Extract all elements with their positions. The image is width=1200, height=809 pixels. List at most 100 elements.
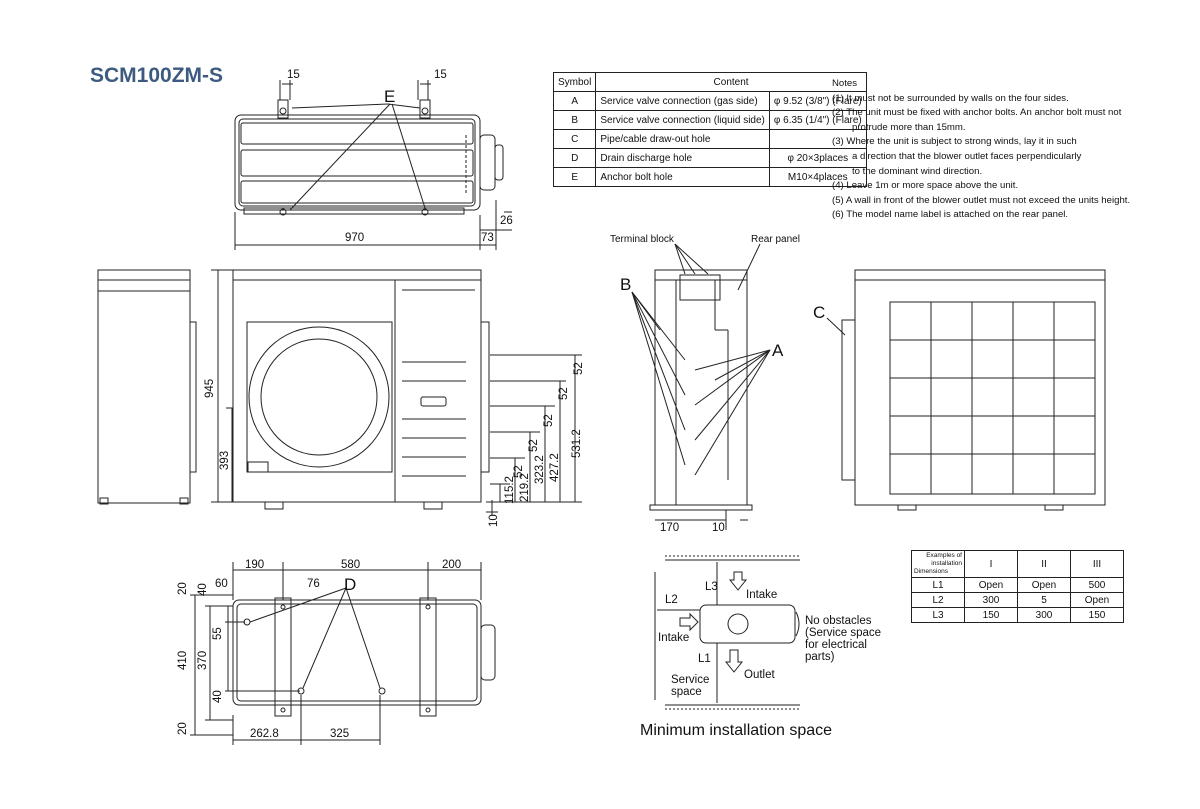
install-outlet: Outlet bbox=[744, 669, 775, 681]
header-symbol: Symbol bbox=[552, 72, 597, 92]
top-dim-side: 73 bbox=[481, 232, 494, 244]
label-a: A bbox=[772, 341, 784, 360]
install-no-obs-1: No obstacles bbox=[805, 615, 872, 627]
inst-cell: 150 bbox=[964, 607, 1018, 623]
row-content: Pipe/cable draw-out hole bbox=[595, 129, 770, 149]
bottom-dim-40a: 40 bbox=[197, 583, 209, 596]
install-no-obs-4: parts) bbox=[805, 651, 835, 663]
inst-cell: Open bbox=[1017, 577, 1071, 593]
row-symbol: C bbox=[552, 129, 597, 149]
symbol-table-header: Symbol Content bbox=[552, 72, 867, 92]
install-l3: L3 bbox=[705, 581, 718, 593]
note-3: (3) Where the unit is subject to strong … bbox=[832, 136, 1077, 148]
label-terminal-block: Terminal block bbox=[610, 234, 675, 245]
dim-52-b: 52 bbox=[558, 387, 570, 400]
header-content: Content bbox=[595, 72, 867, 92]
install-service-2: space bbox=[671, 686, 702, 698]
install-caption: Minimum installation space bbox=[640, 722, 833, 739]
inst-cell: 150 bbox=[1070, 607, 1124, 623]
inst-row-label: L2 bbox=[911, 592, 965, 608]
install-intake-left: Intake bbox=[658, 632, 689, 644]
front-right-dims: 52 52 52 52 52 115.2 219.2 323.2 427.2 5… bbox=[504, 362, 585, 504]
label-rear-panel: Rear panel bbox=[751, 234, 800, 245]
row-symbol: B bbox=[552, 110, 597, 130]
install-service-1: Service bbox=[671, 674, 709, 686]
front-view bbox=[211, 269, 498, 515]
dim-219-2: 219.2 bbox=[519, 473, 531, 502]
inst-corner-top: Examples of installation bbox=[926, 552, 962, 567]
inst-corner-cell: Examples of installation Dimensions bbox=[911, 550, 965, 578]
notes-block: Notes (1) It must not be surrounded by w… bbox=[832, 77, 1130, 223]
inst-cell: Open bbox=[964, 577, 1018, 593]
bottom-dim-262-8: 262.8 bbox=[250, 728, 279, 740]
dim-531-2: 531.2 bbox=[571, 429, 583, 458]
table-row: L1 Open Open 500 bbox=[911, 577, 1124, 593]
inst-row-label: L1 bbox=[911, 577, 965, 593]
side-leader-lines bbox=[631, 291, 846, 476]
note-2: (2) The unit must be fixed with anchor b… bbox=[832, 107, 1122, 119]
rear-view bbox=[841, 269, 1106, 511]
top-dim-width: 970 bbox=[345, 232, 364, 244]
inst-cell: Open bbox=[1070, 592, 1124, 608]
left-side-view bbox=[97, 269, 197, 505]
row-symbol: E bbox=[552, 167, 597, 187]
bottom-dim-20a: 20 bbox=[177, 582, 189, 595]
symbol-table: Symbol Content A Service valve connectio… bbox=[552, 72, 867, 187]
dim-52-d: 52 bbox=[528, 439, 540, 452]
install-no-obs-3: for electrical bbox=[805, 639, 867, 651]
inst-col: I bbox=[964, 550, 1018, 578]
side-dim-10: 10 bbox=[712, 522, 725, 534]
inst-corner-bottom: Dimensions bbox=[914, 568, 948, 575]
install-no-obs-2: (Service space bbox=[805, 627, 881, 639]
note-6: (6) The model name label is attached on … bbox=[832, 209, 1069, 221]
install-intake-top: Intake bbox=[746, 589, 777, 601]
right-side-view bbox=[649, 243, 761, 530]
bottom-dim-580: 580 bbox=[341, 559, 360, 571]
table-row: E Anchor bolt hole M10×4places bbox=[552, 167, 867, 187]
table-row: B Service valve connection (liquid side)… bbox=[552, 110, 867, 130]
dim-323-2: 323.2 bbox=[534, 455, 546, 484]
model-title: SCM100ZM-S bbox=[90, 64, 224, 87]
row-content: Anchor bolt hole bbox=[595, 167, 770, 187]
front-dim-10: 10 bbox=[488, 514, 500, 527]
row-spec: φ 20×3places bbox=[768, 148, 867, 168]
inst-col: III bbox=[1070, 550, 1124, 578]
row-symbol: A bbox=[552, 91, 597, 111]
dim-115-2: 115.2 bbox=[504, 476, 516, 504]
row-symbol: D bbox=[552, 148, 597, 168]
bottom-dim-20b: 20 bbox=[177, 722, 189, 735]
row-content: Drain discharge hole bbox=[595, 148, 770, 168]
bottom-dim-370: 370 bbox=[197, 651, 209, 670]
inst-header-row: Examples of installation Dimensions I II… bbox=[911, 550, 1124, 578]
inst-cell: 300 bbox=[964, 592, 1018, 608]
label-b: B bbox=[620, 275, 631, 294]
top-dim-left: 15 bbox=[287, 69, 300, 81]
note-4: (4) Leave 1m or more space above the uni… bbox=[832, 180, 1019, 192]
note-5: (5) A wall in front of the blower outlet… bbox=[832, 194, 1131, 206]
side-dim-170: 170 bbox=[660, 522, 679, 534]
label-c: C bbox=[813, 303, 825, 322]
table-row: L3 150 300 150 bbox=[911, 607, 1124, 623]
inst-cell: 500 bbox=[1070, 577, 1124, 593]
row-content: Service valve connection (gas side) bbox=[595, 91, 770, 111]
bottom-label-d: D bbox=[344, 575, 356, 594]
bottom-view bbox=[190, 562, 496, 745]
inst-col: II bbox=[1017, 550, 1071, 578]
install-l2: L2 bbox=[665, 594, 678, 606]
bottom-dim-200: 200 bbox=[442, 559, 461, 571]
top-dim-right: 15 bbox=[434, 69, 447, 81]
note-3-cont-1: a direction that the blower outlet faces… bbox=[852, 150, 1082, 162]
install-diagram bbox=[654, 555, 800, 710]
dim-427-2: 427.2 bbox=[549, 453, 561, 482]
bottom-dim-55: 55 bbox=[212, 627, 224, 640]
dim-52-c: 52 bbox=[543, 414, 555, 427]
bottom-dim-190: 190 bbox=[245, 559, 264, 571]
top-label-e: E bbox=[384, 87, 395, 106]
inst-cell: 5 bbox=[1017, 592, 1071, 608]
note-1: (1) It must not be surrounded by walls o… bbox=[832, 92, 1069, 104]
front-dim-height: 945 bbox=[204, 379, 216, 398]
front-view-valve-dim-lines bbox=[490, 354, 582, 503]
notes-heading: Notes bbox=[832, 78, 858, 89]
inst-cell: 300 bbox=[1017, 607, 1071, 623]
